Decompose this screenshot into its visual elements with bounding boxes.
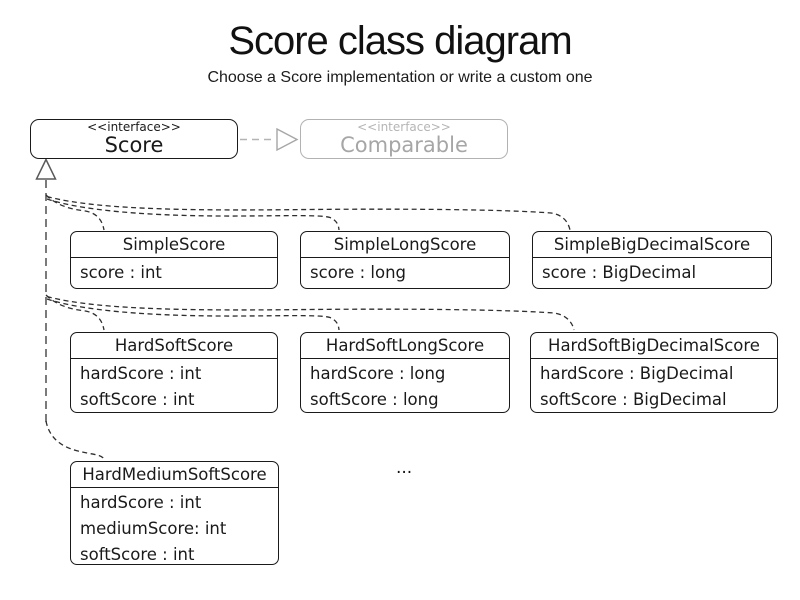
inheritance-branch-simplescore xyxy=(45,194,105,231)
class-name: HardSoftBigDecimalScore xyxy=(531,333,777,359)
class-name: SimpleBigDecimalScore xyxy=(533,232,771,258)
class-simplescore: SimpleScore score : int xyxy=(70,231,278,289)
class-hardmediumsoftscore: HardMediumSoftScore hardScore : int medi… xyxy=(70,461,279,565)
inheritance-branch-hardsoftbigdecimalscore xyxy=(46,295,575,331)
class-attribute: hardScore : BigDecimal xyxy=(540,364,734,383)
class-attribute: hardScore : long xyxy=(310,364,446,383)
class-attribute: mediumScore: int xyxy=(80,519,227,538)
interface-comparable-stereotype: <<interface>> xyxy=(357,120,451,134)
class-attribute: softScore : BigDecimal xyxy=(540,390,727,409)
inheritance-branch-hardsoftscore xyxy=(45,294,105,331)
class-attribute: score : long xyxy=(310,263,406,282)
inheritance-branch-hardsoftlongscore xyxy=(46,298,340,331)
class-simplebigdecimalscore: SimpleBigDecimalScore score : BigDecimal xyxy=(532,231,772,289)
inheritance-branch-simplebigdecimalscore xyxy=(46,195,571,231)
interface-comparable: <<interface>> Comparable xyxy=(300,119,508,159)
generalization-arrowhead-icon xyxy=(35,157,57,180)
class-name: HardSoftScore xyxy=(71,333,277,359)
class-name: HardMediumSoftScore xyxy=(71,462,278,488)
class-name: SimpleScore xyxy=(71,232,277,258)
class-attribute: hardScore : int xyxy=(80,493,202,512)
class-hardsoftlongscore: HardSoftLongScore hardScore : long softS… xyxy=(300,332,510,413)
class-attribute: score : int xyxy=(80,263,162,282)
class-hardsoftbigdecimalscore: HardSoftBigDecimalScore hardScore : BigD… xyxy=(530,332,778,413)
more-implementations-ellipsis: ... xyxy=(396,458,413,478)
class-simplelongscore: SimpleLongScore score : long xyxy=(300,231,510,289)
inheritance-branch-hardmediumsoftscore xyxy=(45,420,106,461)
inheritance-branch-simplelongscore xyxy=(46,198,340,231)
class-attribute: hardScore : int xyxy=(80,364,202,383)
realization-arrowhead-icon xyxy=(276,127,299,152)
interface-score-name: Score xyxy=(104,133,164,157)
class-name: SimpleLongScore xyxy=(301,232,509,258)
class-attribute: softScore : int xyxy=(80,545,195,564)
page-subtitle: Choose a Score implementation or write a… xyxy=(207,69,593,86)
page-title: Score class diagram xyxy=(228,19,572,63)
class-attribute: score : BigDecimal xyxy=(542,263,697,282)
interface-comparable-name: Comparable xyxy=(340,133,468,157)
class-attribute: softScore : long xyxy=(310,390,439,409)
interface-score: <<interface>> Score xyxy=(30,119,238,159)
class-name: HardSoftLongScore xyxy=(301,333,509,359)
interface-score-stereotype: <<interface>> xyxy=(87,120,181,134)
class-hardsoftscore: HardSoftScore hardScore : int softScore … xyxy=(70,332,278,413)
class-attribute: softScore : int xyxy=(80,390,195,409)
